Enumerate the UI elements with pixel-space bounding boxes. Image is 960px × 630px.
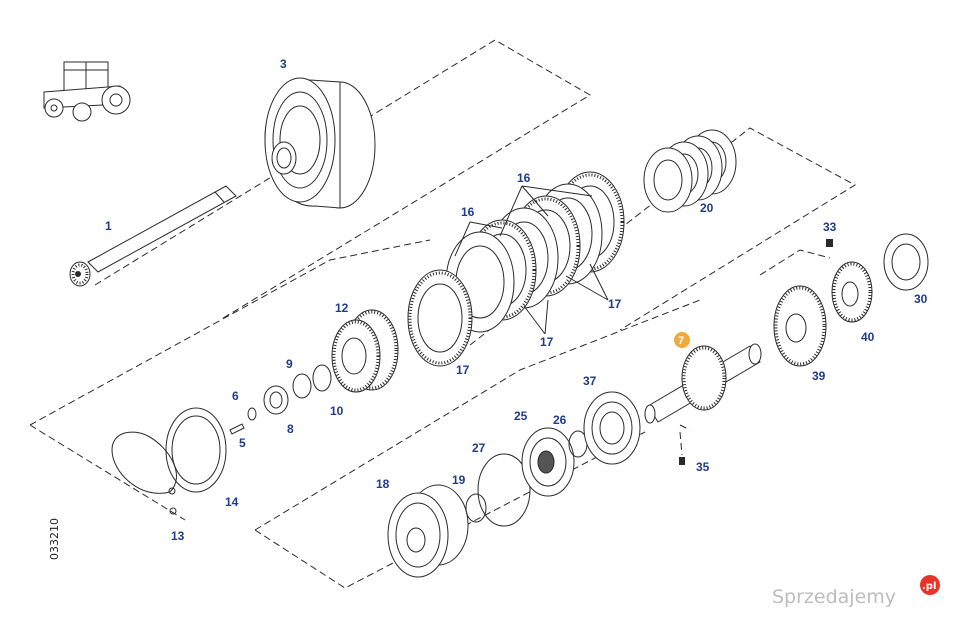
label-part-18[interactable]: 18: [376, 477, 390, 491]
part-30-bearing[interactable]: [883, 233, 929, 291]
part-40-gear[interactable]: [831, 261, 873, 323]
part-3-clutch-drum[interactable]: [264, 77, 376, 209]
part-14-seal-ring[interactable]: [165, 407, 227, 493]
label-part-6[interactable]: 6: [232, 389, 239, 403]
label-part-12[interactable]: 12: [335, 301, 349, 315]
label-part-16b[interactable]: 16: [461, 205, 475, 219]
watermark-badge-text: .pl: [922, 581, 936, 592]
label-part-35[interactable]: 35: [696, 460, 710, 474]
label-part-17a[interactable]: 17: [608, 297, 622, 311]
part-27-ring[interactable]: [477, 453, 531, 527]
label-part-7[interactable]: 7: [678, 335, 684, 347]
part-9-ring[interactable]: [292, 373, 312, 399]
label-part-8[interactable]: 8: [287, 422, 294, 436]
label-part-14[interactable]: 14: [225, 495, 239, 509]
label-part-30[interactable]: 30: [914, 292, 928, 306]
watermark-text: Sprzedajemy: [772, 586, 896, 608]
label-part-25[interactable]: 25: [514, 409, 528, 423]
label-part-40[interactable]: 40: [861, 330, 875, 344]
part-8-bearing[interactable]: [263, 385, 289, 415]
label-part-1[interactable]: 1: [105, 219, 112, 233]
label-part-27[interactable]: 27: [472, 441, 486, 455]
label-part-19[interactable]: 19: [452, 473, 466, 487]
label-part-5[interactable]: 5: [239, 436, 246, 450]
tractor-icon: [43, 61, 131, 122]
part-20-spring-pack[interactable]: [643, 129, 737, 213]
part-labels: 1 3 5 6 7 8 9 10 12 13 14 16 16 17 17 17…: [105, 57, 928, 543]
label-part-26[interactable]: 26: [553, 413, 567, 427]
part-7-pinion-shaft[interactable]: [644, 343, 762, 424]
label-part-16a[interactable]: 16: [517, 171, 531, 185]
part-13-circlip[interactable]: [111, 431, 177, 515]
label-part-13[interactable]: 13: [171, 529, 185, 543]
label-part-3[interactable]: 3: [280, 57, 287, 71]
part-25-bearing[interactable]: [521, 427, 575, 497]
part-39-gear[interactable]: [773, 285, 827, 367]
label-part-17c[interactable]: 17: [456, 363, 470, 377]
part-6-washer[interactable]: [247, 407, 257, 421]
part-7-highlight-badge: [674, 332, 690, 348]
label-part-33[interactable]: 33: [823, 220, 837, 234]
watermark-badge: [920, 575, 940, 595]
label-part-17b[interactable]: 17: [540, 335, 554, 349]
part-12-gear[interactable]: [331, 309, 399, 393]
part-18-hub[interactable]: [387, 484, 469, 578]
label-part-37[interactable]: 37: [583, 374, 597, 388]
clutch-plate-stack[interactable]: [407, 171, 625, 367]
label-part-39[interactable]: 39: [812, 369, 826, 383]
part-33-plug[interactable]: [826, 239, 833, 247]
label-part-9[interactable]: 9: [286, 357, 293, 371]
drawing-id: 033210: [48, 518, 61, 560]
part-5-pin[interactable]: [229, 423, 245, 435]
part-19-o-ring[interactable]: [465, 493, 487, 523]
part-10-circlip[interactable]: [312, 364, 332, 392]
part-37-bearing[interactable]: [583, 391, 641, 465]
label-part-20[interactable]: 20: [700, 201, 714, 215]
part-35-pin[interactable]: [679, 457, 685, 465]
part-1-shaft[interactable]: [69, 185, 237, 287]
watermark: Sprzedajemy .pl: [772, 575, 940, 608]
label-part-10[interactable]: 10: [330, 404, 344, 418]
